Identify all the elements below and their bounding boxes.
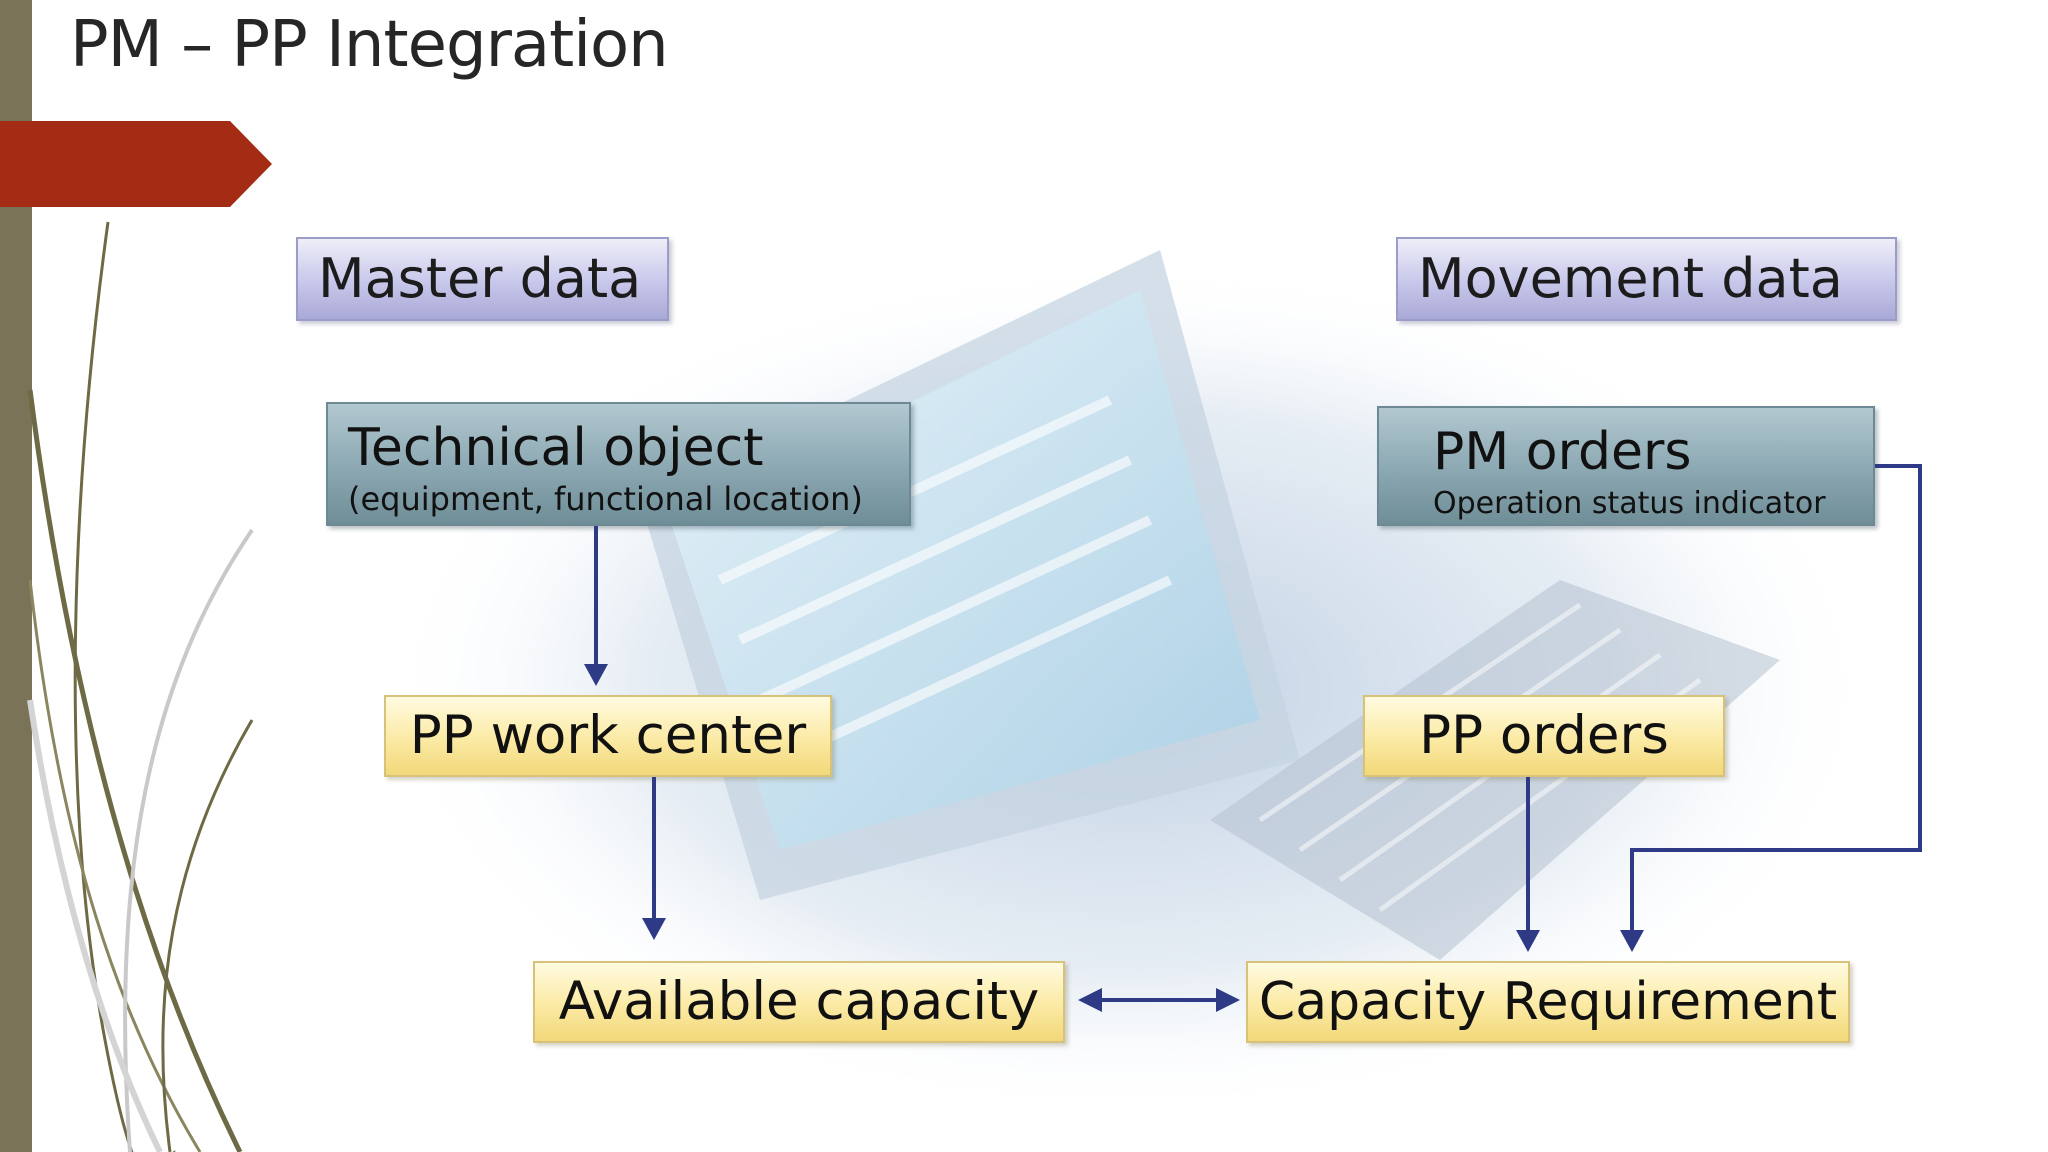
- slide-title: PM – PP Integration: [70, 8, 669, 82]
- movement-data-header: Movement data: [1396, 237, 1897, 321]
- master-data-header: Master data: [296, 237, 669, 321]
- technical-object-subtitle: (equipment, functional location): [348, 480, 863, 518]
- pp-work-center-box: PP work center: [384, 695, 832, 777]
- technical-object-box: Technical object (equipment, functional …: [326, 402, 911, 526]
- arrow-pm-orders-to-capacity-requirement: [1630, 464, 1922, 934]
- decorative-swoosh-lines: [27, 221, 254, 1152]
- technical-object-title: Technical object: [348, 418, 764, 478]
- pm-orders-subtitle: Operation status indicator: [1433, 486, 1826, 521]
- capacity-requirement-box: Capacity Requirement: [1246, 961, 1850, 1043]
- pm-orders-box: PM orders Operation status indicator: [1377, 406, 1875, 526]
- red-tab-marker: [0, 121, 272, 207]
- available-capacity-box: Available capacity: [533, 961, 1065, 1043]
- pp-orders-box: PP orders: [1363, 695, 1725, 777]
- pm-orders-title: PM orders: [1433, 422, 1692, 482]
